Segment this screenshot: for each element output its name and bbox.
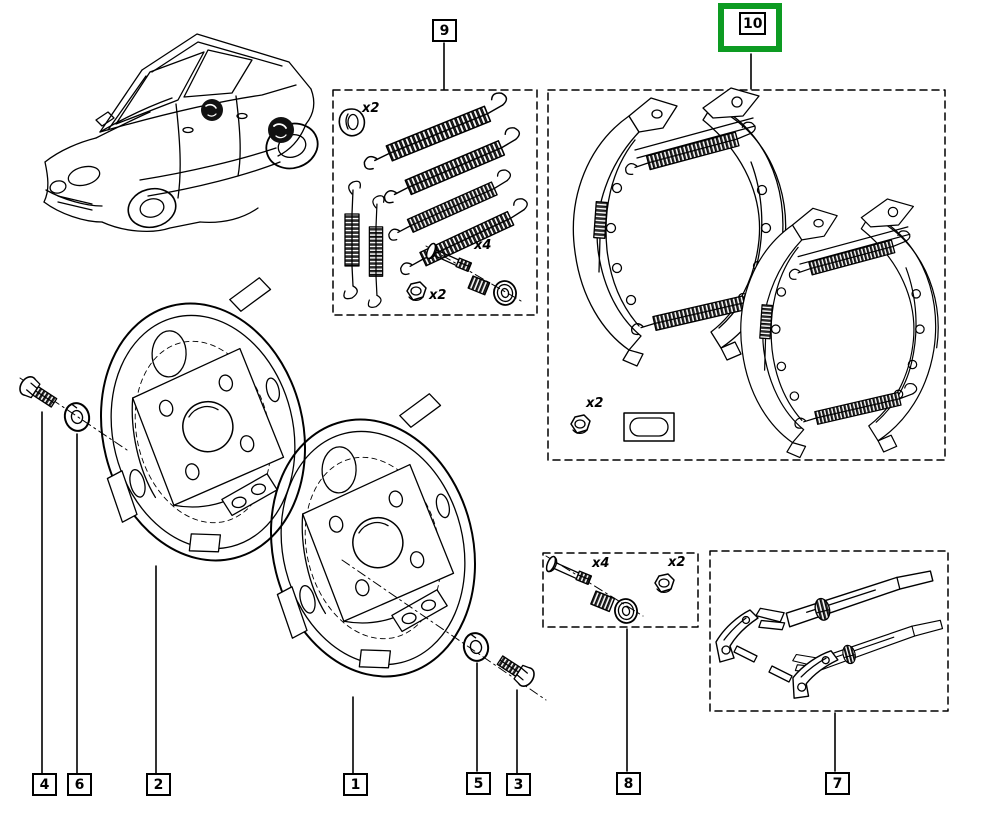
kit-7-adjusters bbox=[715, 565, 946, 705]
selection-highlight-box bbox=[718, 3, 782, 52]
kit-box-8-border bbox=[542, 552, 699, 628]
kit-9-spring-set bbox=[338, 89, 534, 309]
callout-4[interactable]: 4 bbox=[32, 773, 57, 796]
assembly-axis-line bbox=[341, 559, 547, 701]
kit-box-7-border bbox=[709, 550, 949, 712]
callout-2[interactable]: 2 bbox=[146, 773, 171, 796]
callout-9[interactable]: 9 bbox=[432, 19, 457, 42]
qty-kit9-retainer-pin: x4 bbox=[474, 238, 492, 253]
vehicle-illustration bbox=[43, 33, 319, 232]
qty-kit10-nut: x2 bbox=[586, 396, 604, 411]
washer-5 bbox=[459, 629, 493, 665]
qty-kit9-nut: x2 bbox=[429, 288, 447, 303]
callout-8[interactable]: 8 bbox=[616, 772, 641, 795]
bolt-3 bbox=[493, 650, 539, 690]
backing-plate-2 bbox=[68, 274, 333, 585]
callout-6[interactable]: 6 bbox=[67, 773, 92, 796]
callout-1[interactable]: 1 bbox=[343, 773, 368, 796]
washer-6 bbox=[60, 399, 94, 435]
kit-10-brake-shoe-sets bbox=[570, 88, 938, 458]
callout-5[interactable]: 5 bbox=[466, 772, 491, 795]
callout-7[interactable]: 7 bbox=[825, 772, 850, 795]
kit-label-plate bbox=[623, 412, 675, 442]
kit-8-hardware bbox=[544, 554, 675, 627]
bolt-4 bbox=[15, 373, 61, 413]
qty-kit8-nut: x2 bbox=[668, 555, 686, 570]
callout-3[interactable]: 3 bbox=[506, 773, 531, 796]
backing-plate-1 bbox=[238, 390, 503, 701]
highlighted-rear-drum-icon bbox=[201, 99, 223, 121]
qty-kit9-grommet: x2 bbox=[362, 101, 380, 116]
highlighted-rear-drum-icon bbox=[268, 117, 294, 143]
leader-lines bbox=[41, 42, 836, 774]
qty-kit8-pin: x4 bbox=[592, 556, 610, 571]
kit-box-10-border bbox=[547, 89, 946, 461]
kit-box-9-border bbox=[332, 89, 538, 316]
callout-10[interactable]: 10 bbox=[739, 12, 767, 35]
